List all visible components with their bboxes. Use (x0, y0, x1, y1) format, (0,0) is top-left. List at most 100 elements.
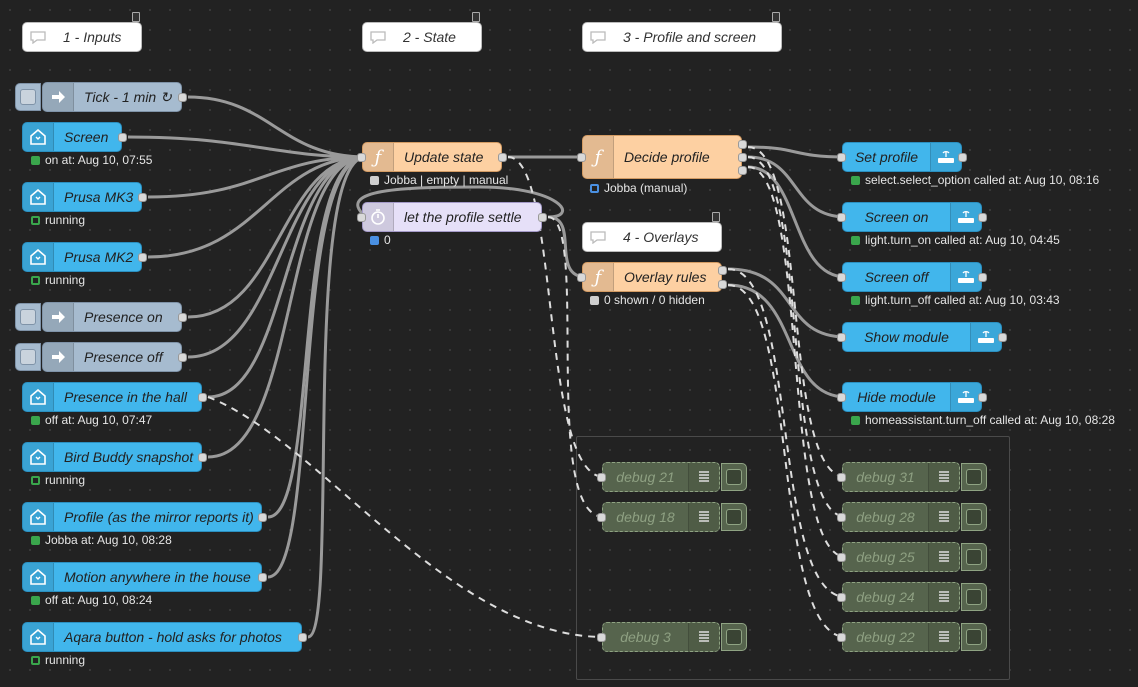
output-port[interactable] (258, 573, 267, 582)
output-port[interactable] (998, 333, 1007, 342)
node-label: debug 28 (856, 509, 915, 525)
ha-node-set-profile[interactable]: Set profile (837, 142, 967, 172)
input-port[interactable] (837, 153, 846, 162)
node-status: homeassistant.turn_off called at: Aug 10… (851, 413, 1115, 427)
output-port[interactable] (978, 273, 987, 282)
output-port[interactable] (138, 193, 147, 202)
input-port[interactable] (837, 273, 846, 282)
debug-node-22[interactable]: debug 22 (837, 622, 987, 652)
comment-state[interactable]: 2 - State (362, 22, 482, 52)
output-port[interactable] (198, 393, 207, 402)
node-label: debug 3 (620, 629, 671, 645)
wire (127, 135, 367, 159)
ha-node-profile-mirror[interactable]: Profile (as the mirror reports it) (22, 502, 267, 532)
input-port[interactable] (837, 593, 846, 602)
inject-node-presence-off[interactable]: Presence off (15, 342, 187, 372)
wire (307, 155, 367, 639)
debug-toggle-button[interactable] (961, 583, 987, 611)
input-port[interactable] (837, 213, 846, 222)
debug-node-18[interactable]: debug 18 (597, 502, 747, 532)
ha-node-prusa-mk2[interactable]: Prusa MK2 (22, 242, 147, 272)
debug-node-3[interactable]: debug 3 (597, 622, 747, 652)
ha-node-hide-module[interactable]: Hide module (837, 382, 987, 412)
output-port[interactable] (498, 153, 507, 162)
inject-node-presence-on[interactable]: Presence on (15, 302, 187, 332)
debug-node-28[interactable]: debug 28 (837, 502, 987, 532)
input-port[interactable] (837, 393, 846, 402)
input-port[interactable] (577, 153, 586, 162)
node-status: off at: Aug 10, 07:47 (31, 413, 152, 427)
inject-node-tick[interactable]: Tick - 1 min ↻ (15, 82, 187, 112)
output-port[interactable] (718, 266, 727, 275)
delay-node-settle[interactable]: let the profile settle (357, 202, 547, 232)
input-port[interactable] (357, 213, 366, 222)
debug-toggle-button[interactable] (721, 463, 747, 491)
output-port[interactable] (718, 280, 727, 289)
output-port[interactable] (178, 93, 187, 102)
node-label: Motion anywhere in the house (64, 569, 251, 585)
debug-toggle-button[interactable] (721, 503, 747, 531)
node-status: running (31, 213, 85, 227)
output-port[interactable] (738, 140, 747, 149)
comment-icon (363, 23, 393, 51)
output-port[interactable] (978, 213, 987, 222)
debug-toggle-button[interactable] (961, 503, 987, 531)
output-port[interactable] (738, 153, 747, 162)
input-port[interactable] (357, 153, 366, 162)
ha-node-prusa-mk3[interactable]: Prusa MK3 (22, 182, 147, 212)
wire (747, 165, 847, 279)
input-port[interactable] (837, 513, 846, 522)
ha-node-show-module[interactable]: Show module (837, 322, 1007, 352)
output-port[interactable] (178, 313, 187, 322)
debug-node-24[interactable]: debug 24 (837, 582, 987, 612)
debug-node-25[interactable]: debug 25 (837, 542, 987, 572)
function-node-update-state[interactable]: ƒ Update state (357, 142, 507, 172)
ha-node-screen-off[interactable]: Screen off (837, 262, 987, 292)
ha-node-screen-on[interactable]: Screen on (837, 202, 987, 232)
debug-toggle-button[interactable] (961, 623, 987, 651)
comment-overlays[interactable]: 4 - Overlays (582, 222, 722, 252)
output-port[interactable] (958, 153, 967, 162)
comment-inputs[interactable]: 1 - Inputs (22, 22, 142, 52)
input-port[interactable] (597, 513, 606, 522)
debug-toggle-button[interactable] (721, 623, 747, 651)
function-node-overlay-rules[interactable]: ƒ Overlay rules (577, 262, 727, 292)
output-port[interactable] (738, 166, 747, 175)
input-port[interactable] (577, 273, 586, 282)
input-port[interactable] (837, 553, 846, 562)
node-status: select.select_option called at: Aug 10, … (851, 173, 1099, 187)
inject-trigger-button[interactable] (15, 343, 41, 371)
ha-node-presence-hall[interactable]: Presence in the hall (22, 382, 207, 412)
output-port[interactable] (138, 253, 147, 262)
debug-node-31[interactable]: debug 31 (837, 462, 987, 492)
input-port[interactable] (837, 473, 846, 482)
lock-icon (132, 12, 140, 22)
output-port[interactable] (978, 393, 987, 402)
output-port[interactable] (178, 353, 187, 362)
comment-icon (583, 23, 613, 51)
ha-node-bird-buddy[interactable]: Bird Buddy snapshot (22, 442, 207, 472)
debug-toggle-button[interactable] (961, 463, 987, 491)
function-icon: ƒ (583, 263, 614, 291)
comment-profile-screen[interactable]: 3 - Profile and screen (582, 22, 782, 52)
input-port[interactable] (597, 633, 606, 642)
input-port[interactable] (837, 333, 846, 342)
function-node-decide-profile[interactable]: ƒ Decide profile (577, 135, 747, 179)
wire (147, 155, 367, 199)
debug-node-21[interactable]: debug 21 (597, 462, 747, 492)
output-port[interactable] (118, 133, 127, 142)
output-port[interactable] (198, 453, 207, 462)
output-port[interactable] (258, 513, 267, 522)
home-assistant-icon (23, 443, 54, 471)
input-port[interactable] (597, 473, 606, 482)
ha-node-motion[interactable]: Motion anywhere in the house (22, 562, 267, 592)
output-port[interactable] (538, 213, 547, 222)
inject-trigger-button[interactable] (15, 303, 41, 331)
debug-toggle-button[interactable] (961, 543, 987, 571)
inject-trigger-button[interactable] (15, 83, 41, 111)
ha-node-aqara[interactable]: Aqara button - hold asks for photos (22, 622, 307, 652)
wire (747, 155, 847, 219)
input-port[interactable] (837, 633, 846, 642)
output-port[interactable] (298, 633, 307, 642)
ha-node-screen[interactable]: Screen (22, 122, 127, 152)
